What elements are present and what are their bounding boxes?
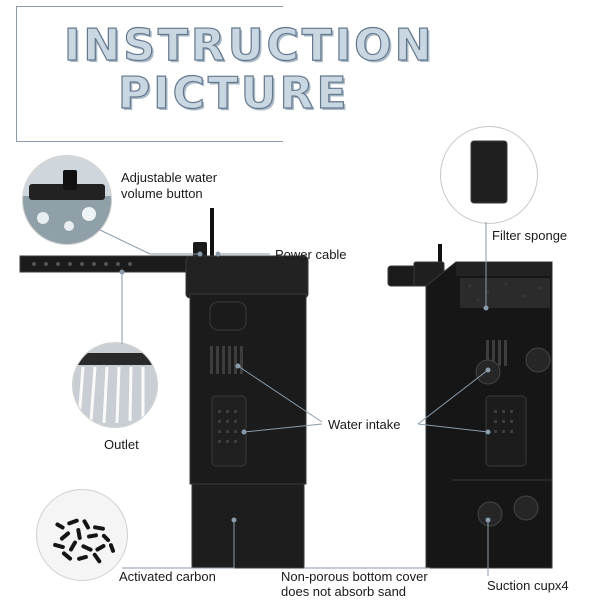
suction-cup-4 (513, 495, 539, 521)
outlet-detail-image (73, 343, 157, 427)
activated-carbon-pellets (53, 518, 116, 564)
label-bottom-cover-line-1: Non-porous bottom cover (281, 569, 428, 584)
activated-carbon-detail-circle (36, 489, 128, 581)
filter-sponge-image (470, 140, 508, 204)
filter-sponge-detail-circle (440, 126, 538, 224)
label-filter-sponge: Filter sponge (492, 228, 568, 243)
right-filter-unit (387, 244, 553, 569)
title-line-1: INSTRUCTION (63, 19, 435, 71)
label-adjustable-water-line-1: Adjustable water (121, 170, 218, 185)
label-bottom-cover-line-2: does not absorb sand (281, 584, 407, 599)
filter-body (189, 293, 307, 485)
label-adjustable-water-line-2: volume button (121, 186, 203, 201)
title-frame (16, 6, 283, 142)
suction-cup-3 (477, 501, 503, 527)
left-filter-unit (19, 208, 309, 569)
title-line-2: PICTURE (117, 67, 350, 119)
adjustable-button-detail-circle (22, 155, 112, 245)
label-suction-cup: Suction cupx4 (487, 578, 569, 593)
bottom-chamber (191, 483, 305, 569)
suction-cup-2 (525, 347, 551, 373)
filter-sponge-top (460, 278, 550, 308)
filter-head (185, 255, 309, 299)
label-activated-carbon: Activated carbon (119, 569, 216, 584)
outlet-detail-circle (72, 342, 158, 428)
leader-lines (99, 222, 491, 576)
label-outlet: Outlet (104, 437, 139, 452)
label-water-intake: Water intake (328, 417, 401, 432)
adjustable-button-detail-image (23, 156, 111, 244)
label-power-cable: Power cable (275, 247, 347, 262)
